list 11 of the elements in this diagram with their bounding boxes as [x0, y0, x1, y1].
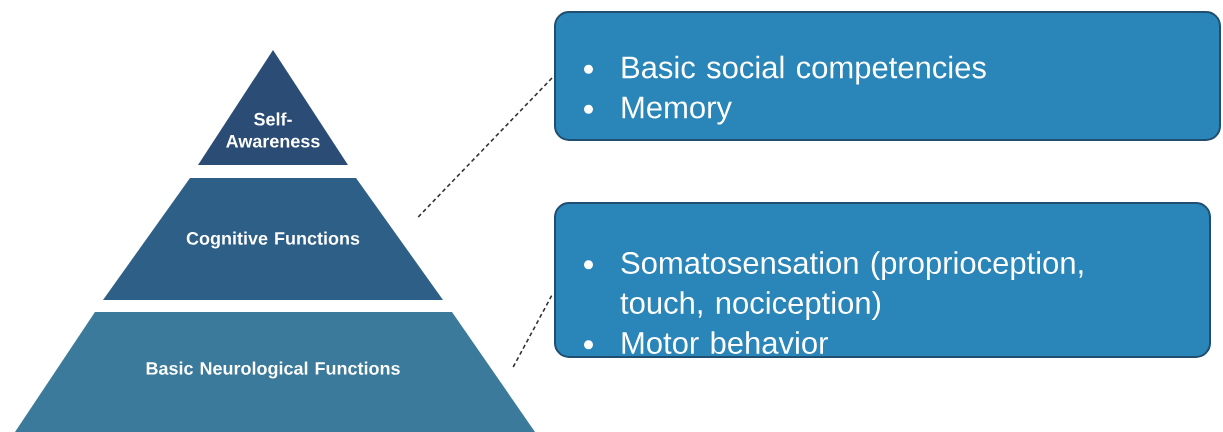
- bullet-item: Basic social competencies: [584, 55, 986, 85]
- bullet-item: Somatosensation (proprioception, touch, nociception): [584, 251, 1083, 321]
- pyramid-level: Self-Awareness: [198, 50, 348, 165]
- bullet-item: Motor behavior: [584, 331, 828, 354]
- text-box: [554, 202, 1211, 358]
- leader-line: [512, 294, 553, 368]
- text-box: [554, 11, 1221, 141]
- pyramid-level: Basic Neurological Functions: [15, 312, 535, 432]
- leader-line: [417, 77, 553, 218]
- pyramid-level: Cognitive Functions: [103, 178, 443, 300]
- bullet-item: Memory: [584, 96, 732, 125]
